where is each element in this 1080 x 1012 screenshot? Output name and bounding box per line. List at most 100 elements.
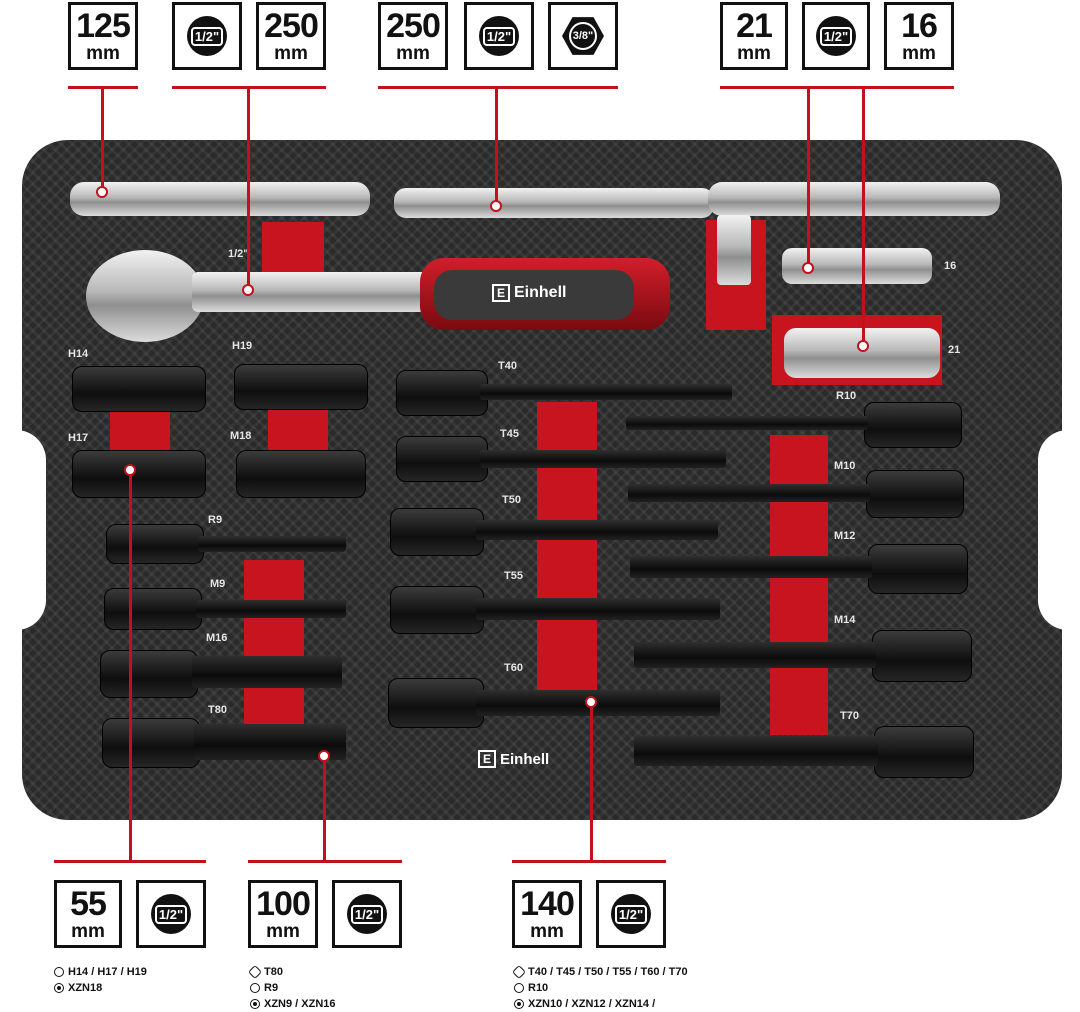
bit-label-t80: T80 xyxy=(208,704,227,716)
spec-box-drive-half-b: 1/2" xyxy=(464,2,534,70)
bit-shaft-m10 xyxy=(628,484,870,502)
spec-box-length-125: 125 mm xyxy=(68,2,138,70)
ratchet-drive-label: 1/2" xyxy=(228,248,249,260)
spec-box-drive-half: 1/2" xyxy=(172,2,242,70)
bit-socket-t50 xyxy=(390,508,484,556)
callout-dot xyxy=(490,200,502,212)
legend-text: XZN10 / XZN12 / XZN14 / xyxy=(528,998,656,1010)
bit-label-m12: M12 xyxy=(834,530,856,542)
bit-label-t55: T55 xyxy=(504,570,523,582)
bit-socket-m18 xyxy=(236,450,366,498)
extension-bar-250 xyxy=(394,188,714,218)
bit-label-m14: M14 xyxy=(834,614,856,626)
callout-dot xyxy=(857,340,869,352)
spec-box-drive-half-f: 1/2" xyxy=(596,880,666,948)
hex-label: 3/8" xyxy=(569,22,597,50)
bit-label-h17: H17 xyxy=(68,432,89,444)
drive-half-icon: 1/2" xyxy=(611,894,651,934)
legend-row: R10 xyxy=(514,980,688,996)
bit-socket-m14 xyxy=(872,630,972,682)
spec-unit: mm xyxy=(902,43,936,64)
callout-line xyxy=(129,470,132,860)
bit-label-r10: R10 xyxy=(836,390,857,402)
bit-socket-t70 xyxy=(874,726,974,778)
spline-socket-icon xyxy=(250,999,260,1009)
spec-number: 16 xyxy=(901,7,938,45)
callout-dot xyxy=(242,284,254,296)
spec-box-length-16: 16 mm xyxy=(884,2,954,70)
spec-box-length-100: 100 mm xyxy=(248,880,318,948)
bit-shaft-r10 xyxy=(626,416,868,430)
callout-bar xyxy=(512,860,666,863)
bit-label-t50: T50 xyxy=(502,494,521,506)
spec-number: 125 xyxy=(76,7,131,45)
legend-row: T80 xyxy=(247,964,336,980)
spec-box-length-250: 250 mm xyxy=(256,2,326,70)
spec-box-length-21: 21 mm xyxy=(720,2,788,70)
t-bar-stem xyxy=(717,215,751,285)
legend-text: T80 xyxy=(264,966,283,978)
callout-line xyxy=(807,86,810,270)
bit-label-t40: T40 xyxy=(498,360,517,372)
legend-row: R9 xyxy=(250,980,336,996)
spec-unit: mm xyxy=(737,43,771,64)
callout-line xyxy=(323,756,326,860)
legend-row: XZN10 / XZN12 / XZN14 / xyxy=(514,996,688,1012)
red-slot xyxy=(537,402,597,702)
bit-label-m16: M16 xyxy=(206,632,228,644)
spec-unit: mm xyxy=(396,43,430,64)
spec-box-drive-half-c: 1/2" xyxy=(802,2,870,70)
spec-unit: mm xyxy=(266,921,300,942)
legend-row: H14 / H17 / H19 xyxy=(54,964,147,980)
drive-half-icon: 1/2" xyxy=(479,16,519,56)
drive-half-icon: 1/2" xyxy=(816,16,856,56)
hex-drive-icon: 3/8" xyxy=(562,17,604,55)
bit-socket-t80 xyxy=(102,718,200,768)
callout-dot xyxy=(124,464,136,476)
legend-row: T40 / T45 / T50 / T55 / T60 / T70 xyxy=(511,964,688,980)
bit-shaft-t40 xyxy=(480,384,732,400)
bit-socket-m12 xyxy=(868,544,968,594)
spec-number: 250 xyxy=(386,7,441,45)
tray-notch-right xyxy=(1038,430,1080,630)
spec-box-length-140: 140 mm xyxy=(512,880,582,948)
spec-box-drive-half-e: 1/2" xyxy=(332,880,402,948)
bit-shaft-t55 xyxy=(476,598,720,620)
legend-text: XZN9 / XZN16 xyxy=(264,998,336,1010)
brand-text: Einhell xyxy=(500,750,550,768)
bit-socket-t45 xyxy=(396,436,488,482)
bit-socket-t40 xyxy=(396,370,488,416)
bit-socket-t60 xyxy=(388,678,484,728)
callout-dot xyxy=(96,186,108,198)
drive-label: 1/2" xyxy=(819,26,853,46)
bit-socket-r10 xyxy=(864,402,962,448)
extension-bar-125 xyxy=(70,182,370,216)
brand-mark-icon: E xyxy=(492,284,510,302)
bit-label-m18: M18 xyxy=(230,430,252,442)
spec-number: 250 xyxy=(264,7,319,45)
red-slot xyxy=(268,408,328,452)
bit-socket-t55 xyxy=(390,586,484,634)
callout-dot xyxy=(318,750,330,762)
callout-line xyxy=(862,86,865,348)
spec-box-length-250-b: 250 mm xyxy=(378,2,448,70)
hex-socket-icon xyxy=(250,983,260,993)
drive-label: 1/2" xyxy=(614,904,648,924)
callout-line xyxy=(101,86,104,192)
bit-socket-m10 xyxy=(866,470,964,518)
bit-shaft-m12 xyxy=(630,556,872,578)
bit-label-t45: T45 xyxy=(500,428,519,440)
spec-box-length-55: 55 mm xyxy=(54,880,122,948)
legend-text: XZN18 xyxy=(68,982,103,994)
bit-shaft-m16 xyxy=(192,656,342,688)
spec-unit: mm xyxy=(71,921,105,942)
bit-label-t70: T70 xyxy=(840,710,859,722)
bit-shaft-m9 xyxy=(196,600,346,618)
drive-label: 1/2" xyxy=(154,904,188,924)
bit-socket-h14 xyxy=(72,366,206,412)
bit-shaft-r9 xyxy=(198,536,346,552)
bit-label-m10: M10 xyxy=(834,460,856,472)
